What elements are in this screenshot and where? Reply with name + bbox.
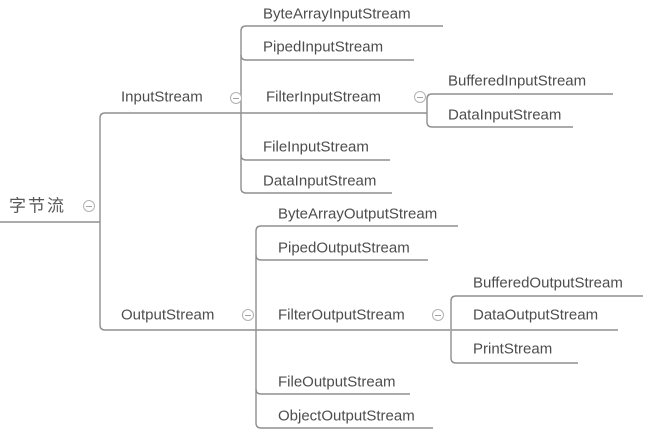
node-label-fileoutputstream[interactable]: FileOutputStream bbox=[278, 373, 396, 391]
root-branch-bracket bbox=[99, 112, 450, 331]
inputstream-children-bracket bbox=[240, 25, 443, 194]
node-label-root[interactable]: 字节流 bbox=[9, 196, 66, 216]
collapse-toggle-inputstream[interactable] bbox=[230, 92, 242, 104]
pipedinputstream-branch-line bbox=[240, 54, 414, 61]
minus-icon bbox=[233, 98, 239, 99]
node-label-objectoutputstream[interactable]: ObjectOutputStream bbox=[278, 407, 415, 425]
node-label-filterinputstream[interactable]: FilterInputStream bbox=[266, 88, 382, 106]
collapse-toggle-outputstream[interactable] bbox=[242, 309, 254, 321]
node-label-pipedoutputstream[interactable]: PipedOutputStream bbox=[278, 239, 410, 257]
fileinputstream-branch-line bbox=[240, 154, 390, 161]
minus-icon bbox=[86, 206, 92, 207]
node-label-filteroutputstream[interactable]: FilterOutputStream bbox=[278, 306, 405, 324]
minus-icon bbox=[417, 97, 423, 98]
pipedoutputstream-branch-line bbox=[255, 254, 428, 261]
node-label-bytearrayoutputstream[interactable]: ByteArrayOutputStream bbox=[278, 205, 438, 223]
minus-icon bbox=[245, 315, 251, 316]
collapse-toggle-filterinputstream[interactable] bbox=[414, 91, 426, 103]
collapse-toggle-root[interactable] bbox=[83, 200, 95, 212]
node-label-datainputstream[interactable]: DataInputStream bbox=[263, 172, 377, 190]
node-label-pipedinputstream[interactable]: PipedInputStream bbox=[263, 38, 384, 56]
node-label-outputstream[interactable]: OutputStream bbox=[121, 306, 215, 324]
fileoutputstream-branch-line bbox=[255, 388, 410, 395]
node-label-datainputstream-filter-child[interactable]: DataInputStream bbox=[448, 106, 562, 124]
minus-icon bbox=[435, 315, 441, 316]
outputstream-children-bracket bbox=[255, 225, 458, 429]
node-label-bytearrayinputstream[interactable]: ByteArrayInputStream bbox=[263, 5, 411, 23]
node-label-bufferedinputstream[interactable]: BufferedInputStream bbox=[448, 72, 587, 90]
filterinputstream-children-bracket bbox=[426, 93, 613, 128]
node-label-bufferedoutputstream[interactable]: BufferedOutputStream bbox=[473, 274, 623, 292]
collapse-toggle-filteroutputstream[interactable] bbox=[432, 309, 444, 321]
node-label-printstream[interactable]: PrintStream bbox=[473, 340, 553, 358]
node-label-dataoutputstream[interactable]: DataOutputStream bbox=[473, 306, 599, 324]
node-label-inputstream[interactable]: InputStream bbox=[121, 88, 203, 106]
node-label-fileinputstream[interactable]: FileInputStream bbox=[263, 138, 369, 156]
